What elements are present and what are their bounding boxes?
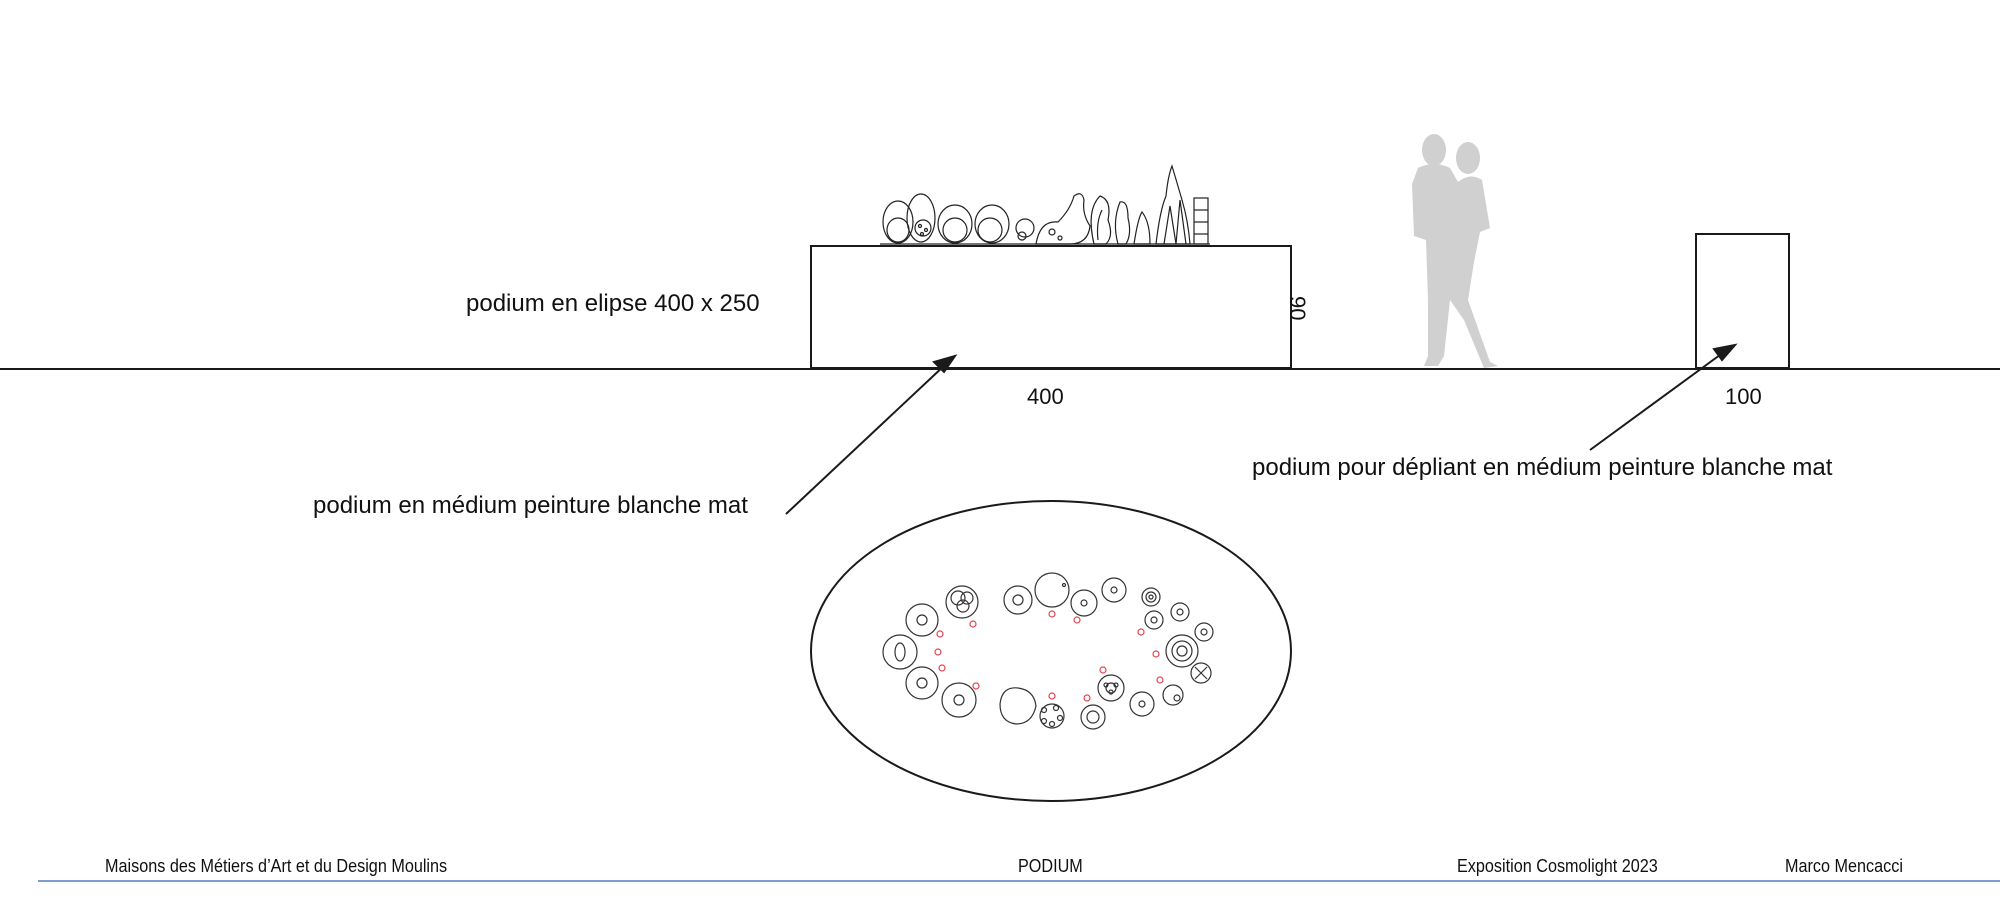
ellipse-podium-label: podium en elipse 400 x 250 [466,290,760,317]
large-podium-elevation [810,245,1292,369]
sculptures-on-podium [880,164,1210,245]
plan-objects [882,572,1214,730]
medium-podium-label: podium en médium peinture blanche mat [313,492,748,519]
leaflet-podium-label: podium pour dépliant en médium peinture … [1252,454,1833,481]
footer-venue: Maisons des Métiers d’Art et du Design M… [105,856,448,876]
plan-light-markers [934,610,1164,702]
person-silhouette [1412,134,1498,368]
footer-author: Marco Mencacci [1785,856,1903,876]
footer-title: PODIUM [1018,856,1083,876]
large-width-dimension: 400 [1027,384,1064,409]
small-width-dimension: 100 [1725,384,1762,409]
footer-exhibition: Exposition Cosmolight 2023 [1457,856,1658,876]
leader-arrows [785,343,1738,515]
large-height-dimension: 90 [1285,296,1310,321]
small-podium-elevation [1695,233,1790,369]
podium-plan-ellipse [810,500,1292,802]
footer-rule [38,880,2000,882]
